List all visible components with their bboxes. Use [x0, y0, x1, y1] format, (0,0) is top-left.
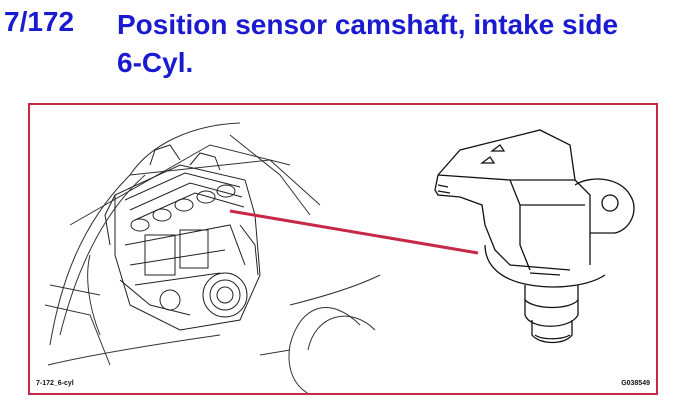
page-title: Position sensor camshaft, intake side 6-… [117, 6, 618, 82]
figure-id: G038549 [621, 380, 650, 387]
title-line-2: 6-Cyl. [117, 47, 194, 78]
engine-drawing [104, 144, 261, 331]
car-outline [44, 122, 381, 393]
leader-line [229, 209, 479, 255]
sensor-drawing [434, 129, 635, 344]
title-line-1: Position sensor camshaft, intake side [117, 9, 619, 40]
figure-caption-left: 7-172_6-cyl [36, 380, 74, 387]
illustration [44, 122, 635, 393]
page-number: 7/172 [4, 6, 75, 37]
figure-frame: 7-172_6-cyl G038549 [28, 103, 658, 395]
